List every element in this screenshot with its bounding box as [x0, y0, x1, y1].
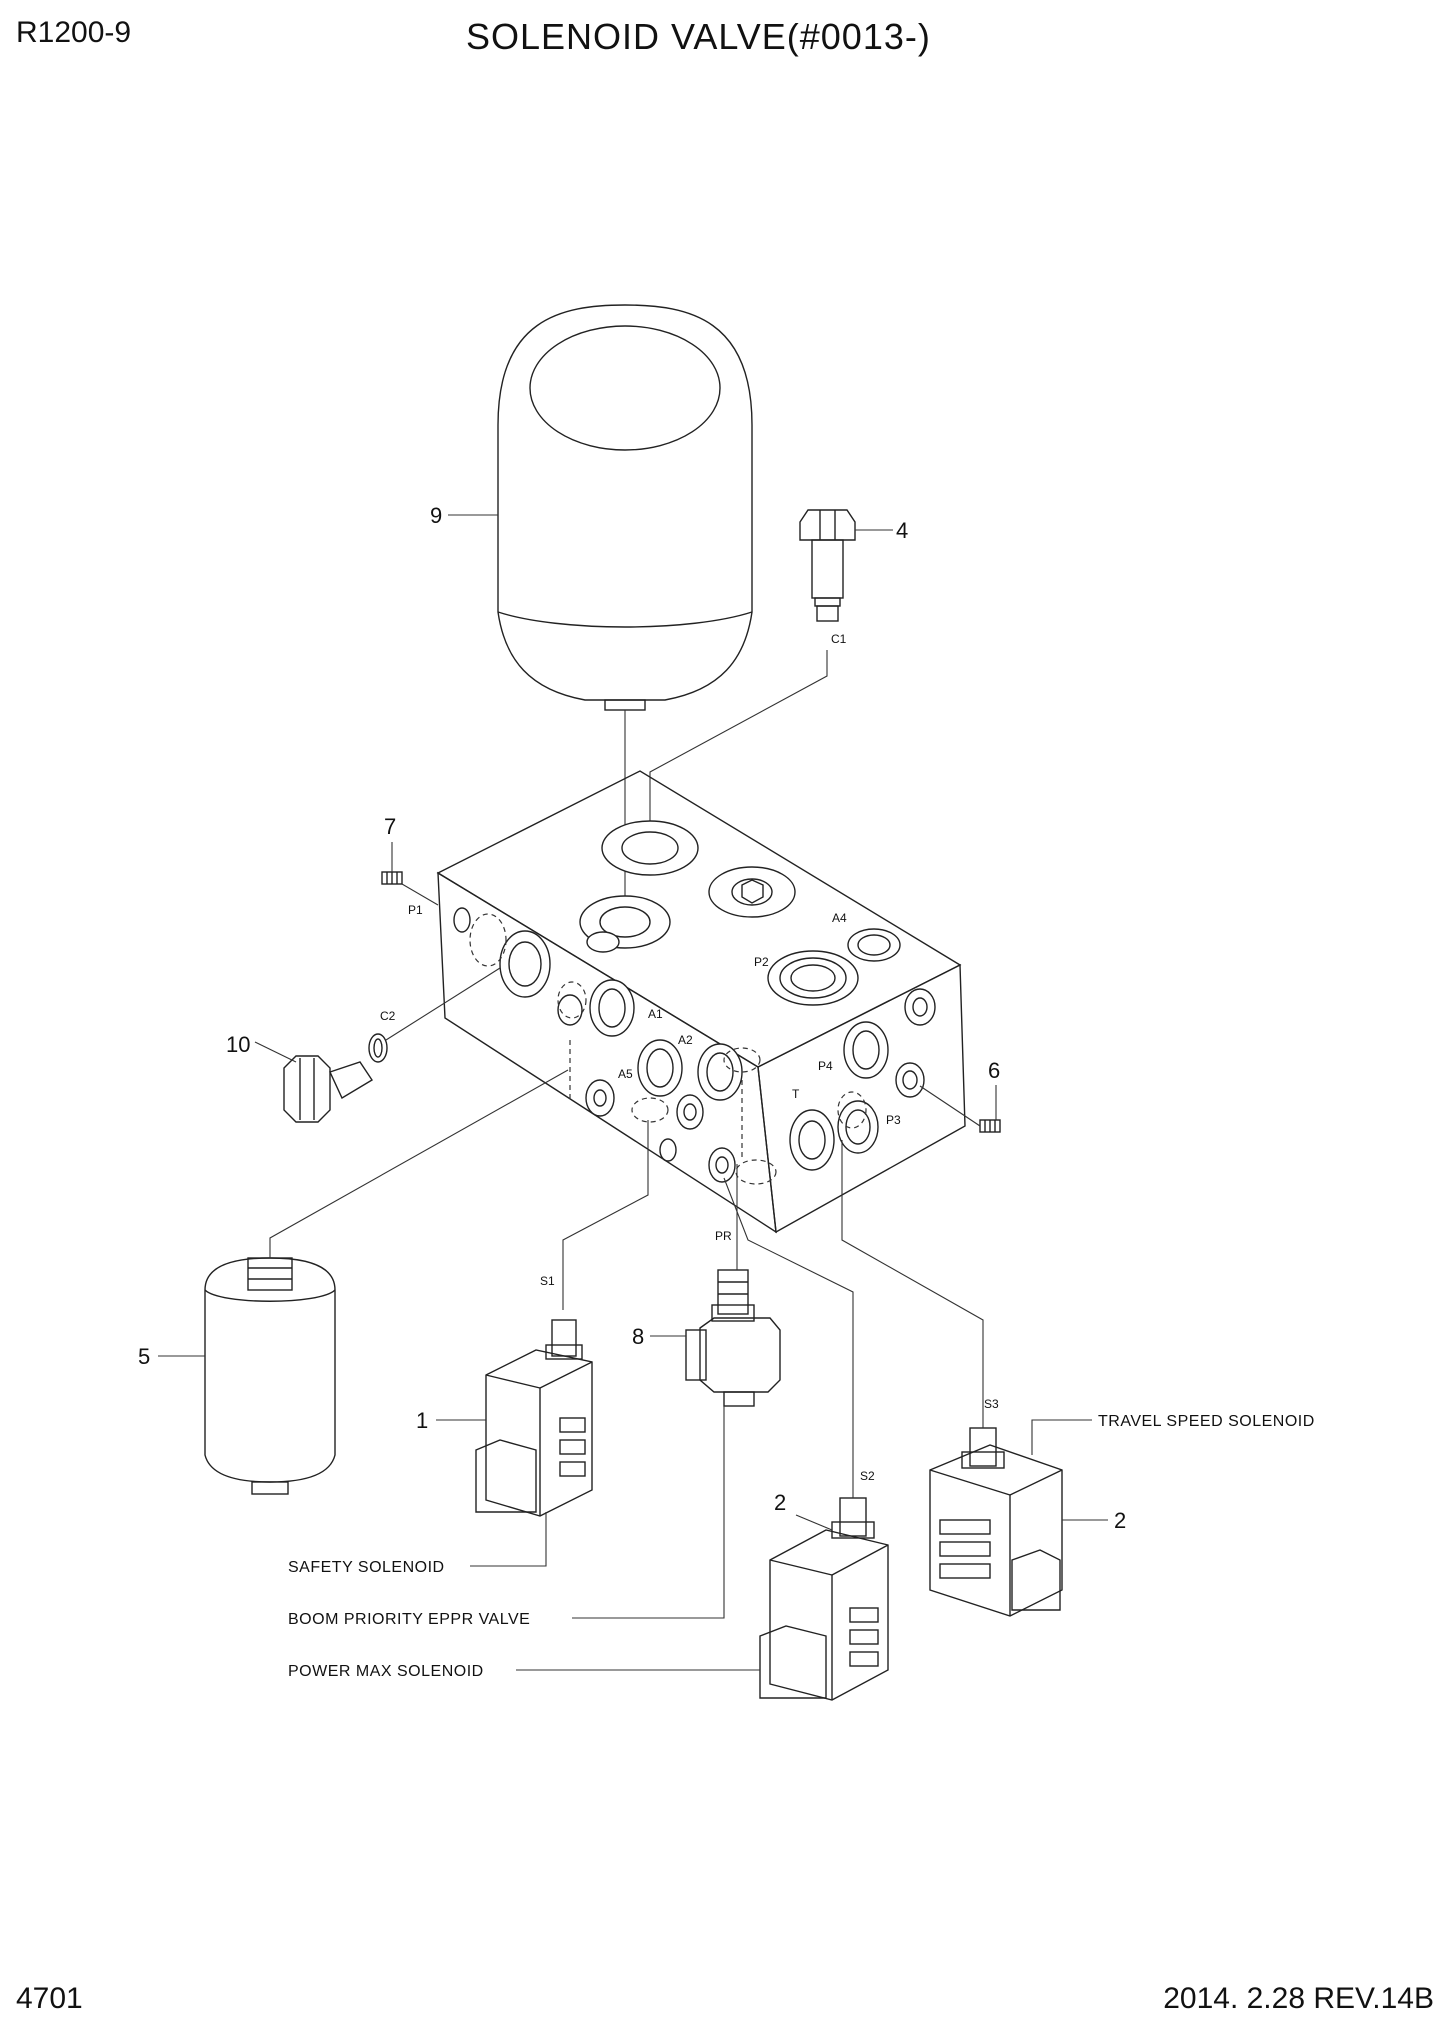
accumulator — [497, 304, 753, 711]
callout-9: 9 — [430, 503, 442, 528]
filter-connection-line — [269, 1069, 569, 1258]
callout-7: 7 — [384, 814, 396, 839]
callout-5: 5 — [138, 1344, 150, 1369]
page-number: 4701 — [16, 1982, 83, 2015]
port-label-a2: A2 — [678, 1033, 693, 1047]
port-label-c1: C1 — [831, 632, 847, 646]
callout-4: 4 — [896, 518, 908, 543]
revision-date: 2014. 2.28 REV.14B — [1163, 1982, 1434, 2015]
p3-plug-connection-line — [919, 1085, 981, 1127]
callout-8: 8 — [632, 1324, 644, 1349]
port-label-s1: S1 — [540, 1274, 555, 1288]
c2-connection-line — [385, 967, 501, 1041]
port-label-a4: A4 — [832, 911, 847, 925]
s1-connection-line — [562, 1120, 649, 1310]
port-label-p1: P1 — [408, 903, 423, 917]
port-label-a5: A5 — [618, 1067, 633, 1081]
port-label-t: T — [792, 1087, 800, 1101]
safety-leader — [470, 1512, 547, 1567]
port-label-p4: P4 — [818, 1059, 833, 1073]
callout-2b: 2 — [1114, 1508, 1126, 1533]
safety-solenoid — [475, 1319, 593, 1517]
power-max-solenoid — [759, 1497, 889, 1701]
boom-priority-eppr-valve — [685, 1269, 781, 1407]
plug-c2 — [283, 1033, 388, 1123]
port-label-p3: P3 — [886, 1113, 901, 1127]
label-safety-solenoid: SAFETY SOLENOID — [288, 1559, 445, 1576]
callout-1: 1 — [416, 1408, 428, 1433]
filter-cartridge — [204, 1257, 336, 1495]
model-number: R1200-9 — [16, 16, 132, 49]
label-power-max-solenoid: POWER MAX SOLENOID — [288, 1663, 484, 1680]
callout-2a: 2 — [774, 1490, 786, 1515]
s2-connection-line — [723, 1177, 854, 1498]
plug-p1 — [381, 871, 403, 885]
callout-6: 6 — [988, 1058, 1000, 1083]
leader-2a — [795, 1514, 833, 1531]
travel-speed-solenoid — [929, 1427, 1063, 1617]
callout-10: 10 — [226, 1032, 250, 1057]
plug-p3 — [979, 1119, 1001, 1133]
port-label-s2: S2 — [860, 1469, 875, 1483]
port-label-c2: C2 — [380, 1009, 396, 1023]
travel-leader — [1031, 1419, 1092, 1455]
port-label-a1: A1 — [648, 1007, 663, 1021]
s3-connection-line — [841, 1140, 984, 1428]
port-label-pr: PR — [715, 1229, 732, 1243]
port-label-p2: P2 — [754, 955, 769, 969]
c1-connection-line — [649, 650, 828, 848]
leader-10 — [254, 1041, 297, 1063]
label-travel-speed-solenoid: TRAVEL SPEED SOLENOID — [1098, 1413, 1315, 1430]
p1-connection-line — [401, 883, 439, 906]
port-label-s3: S3 — [984, 1397, 999, 1411]
plug-c1 — [799, 509, 856, 622]
valve-block — [436, 770, 966, 1234]
boom-leader — [572, 1406, 725, 1619]
page-title: SOLENOID VALVE(#0013-) — [466, 16, 931, 57]
label-boom-priority-eppr: BOOM PRIORITY EPPR VALVE — [288, 1611, 530, 1628]
